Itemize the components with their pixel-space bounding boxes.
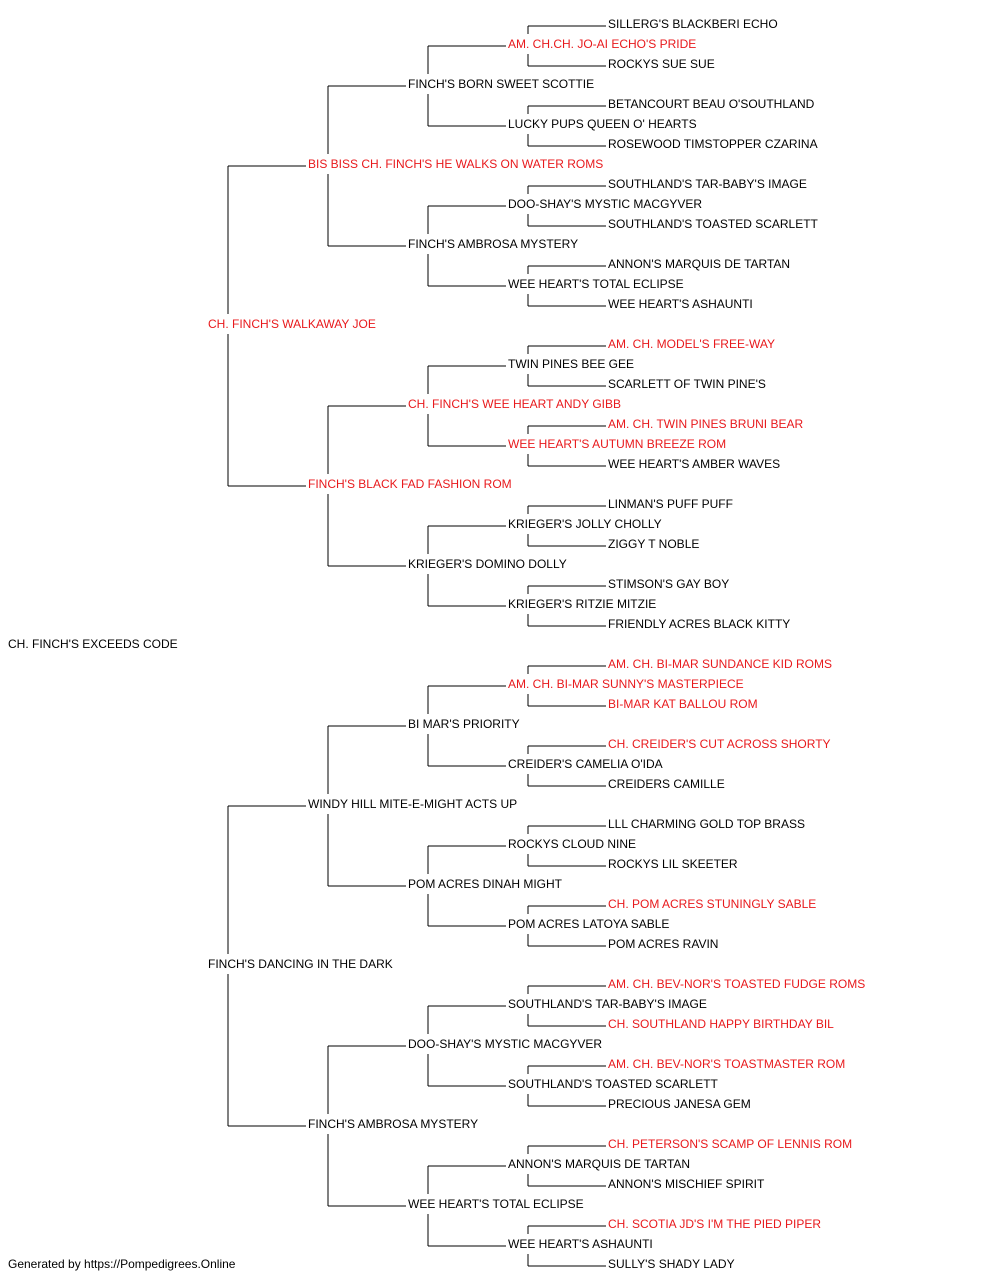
ancestor-name: FINCH'S DANCING IN THE DARK (208, 957, 393, 971)
ancestor-name: SOUTHLAND'S TAR-BABY'S IMAGE (508, 997, 707, 1011)
ancestor-name: CH. PETERSON'S SCAMP OF LENNIS ROM (608, 1137, 852, 1151)
ancestor-name: WEE HEART'S TOTAL ECLIPSE (408, 1197, 584, 1211)
ancestor-name: SOUTHLAND'S TOASTED SCARLETT (508, 1077, 719, 1091)
ancestor-name: KRIEGER'S DOMINO DOLLY (408, 557, 567, 571)
ancestor-name: FINCH'S BORN SWEET SCOTTIE (408, 77, 594, 91)
ancestor-name: FINCH'S AMBROSA MYSTERY (308, 1117, 478, 1131)
ancestor-name: FRIENDLY ACRES BLACK KITTY (608, 617, 790, 631)
ancestor-name: CH. FINCH'S WEE HEART ANDY GIBB (408, 397, 621, 411)
ancestor-name: CH. POM ACRES STUNINGLY SABLE (608, 897, 816, 911)
ancestor-name: SCARLETT OF TWIN PINE'S (608, 377, 766, 391)
ancestor-name: KRIEGER'S RITZIE MITZIE (508, 597, 656, 611)
ancestor-name: SILLERG'S BLACKBERI ECHO (608, 17, 778, 31)
ancestor-name: AM. CH. BEV-NOR'S TOASTMASTER ROM (608, 1057, 845, 1071)
ancestor-name: DOO-SHAY'S MYSTIC MACGYVER (408, 1037, 602, 1051)
ancestor-name: ROCKYS SUE SUE (608, 57, 715, 71)
ancestor-name: POM ACRES RAVIN (608, 937, 718, 951)
ancestor-name: WINDY HILL MITE-E-MIGHT ACTS UP (308, 797, 517, 811)
ancestor-name: AM. CH. MODEL'S FREE-WAY (608, 337, 775, 351)
ancestor-name: WEE HEART'S ASHAUNTI (608, 297, 753, 311)
ancestor-name: AM. CH. BEV-NOR'S TOASTED FUDGE ROMS (608, 977, 865, 991)
ancestor-name: LLL CHARMING GOLD TOP BRASS (608, 817, 805, 831)
ancestor-name: BIS BISS CH. FINCH'S HE WALKS ON WATER R… (308, 157, 603, 171)
ancestor-name: AM. CH. BI-MAR SUNDANCE KID ROMS (608, 657, 832, 671)
ancestor-name: WEE HEART'S AMBER WAVES (608, 457, 780, 471)
ancestor-name: WEE HEART'S ASHAUNTI (508, 1237, 653, 1251)
ancestor-name: ANNON'S MARQUIS DE TARTAN (608, 257, 790, 271)
ancestor-name: BETANCOURT BEAU O'SOUTHLAND (608, 97, 815, 111)
ancestor-name: ANNON'S MISCHIEF SPIRIT (608, 1177, 765, 1191)
ancestor-name: AM. CH. TWIN PINES BRUNI BEAR (608, 417, 803, 431)
ancestor-name: BI MAR'S PRIORITY (408, 717, 520, 731)
ancestor-name: CH. FINCH'S WALKAWAY JOE (208, 317, 376, 331)
ancestor-name: SULLY'S SHADY LADY (608, 1257, 735, 1271)
ancestor-name: DOO-SHAY'S MYSTIC MACGYVER (508, 197, 702, 211)
ancestor-name: KRIEGER'S JOLLY CHOLLY (508, 517, 662, 531)
pedigree-labels: CH. FINCH'S WALKAWAY JOE FINCH'S DANCING … (208, 17, 865, 1271)
ancestor-name: FINCH'S AMBROSA MYSTERY (408, 237, 578, 251)
ancestor-name: PRECIOUS JANESA GEM (608, 1097, 751, 1111)
ancestor-name: BI-MAR KAT BALLOU ROM (608, 697, 758, 711)
ancestor-name: POM ACRES DINAH MIGHT (408, 877, 563, 891)
ancestor-name: AM. CH. BI-MAR SUNNY'S MASTERPIECE (508, 677, 744, 691)
subject-dog-name: CH. FINCH'S EXCEEDS CODE (8, 637, 178, 651)
ancestor-name: CH. SCOTIA JD'S I'M THE PIED PIPER (608, 1217, 821, 1231)
ancestor-name: ANNON'S MARQUIS DE TARTAN (508, 1157, 690, 1171)
ancestor-name: CREIDER'S CAMELIA O'IDA (508, 757, 663, 771)
ancestor-name: AM. CH.CH. JO-AI ECHO'S PRIDE (508, 37, 696, 51)
ancestor-name: SOUTHLAND'S TOASTED SCARLETT (608, 217, 819, 231)
ancestor-name: WEE HEART'S AUTUMN BREEZE ROM (508, 437, 726, 451)
ancestor-name: CH. CREIDER'S CUT ACROSS SHORTY (608, 737, 831, 751)
pedigree-connectors (227, 25, 606, 1267)
ancestor-name: CH. SOUTHLAND HAPPY BIRTHDAY BIL (608, 1017, 834, 1031)
ancestor-name: ZIGGY T NOBLE (608, 537, 699, 551)
ancestor-name: LUCKY PUPS QUEEN O' HEARTS (508, 117, 697, 131)
ancestor-name: ROSEWOOD TIMSTOPPER CZARINA (608, 137, 818, 151)
ancestor-name: STIMSON'S GAY BOY (608, 577, 729, 591)
ancestor-name: SOUTHLAND'S TAR-BABY'S IMAGE (608, 177, 807, 191)
ancestor-name: FINCH'S BLACK FAD FASHION ROM (308, 477, 512, 491)
generated-by-footer: Generated by https://Pompedigrees.Online (8, 1257, 236, 1271)
ancestor-name: TWIN PINES BEE GEE (508, 357, 634, 371)
ancestor-name: WEE HEART'S TOTAL ECLIPSE (508, 277, 684, 291)
ancestor-name: POM ACRES LATOYA SABLE (508, 917, 669, 931)
ancestor-name: CREIDERS CAMILLE (608, 777, 725, 791)
ancestor-name: LINMAN'S PUFF PUFF (608, 497, 733, 511)
ancestor-name: ROCKYS CLOUD NINE (508, 837, 636, 851)
ancestor-name: ROCKYS LIL SKEETER (608, 857, 738, 871)
